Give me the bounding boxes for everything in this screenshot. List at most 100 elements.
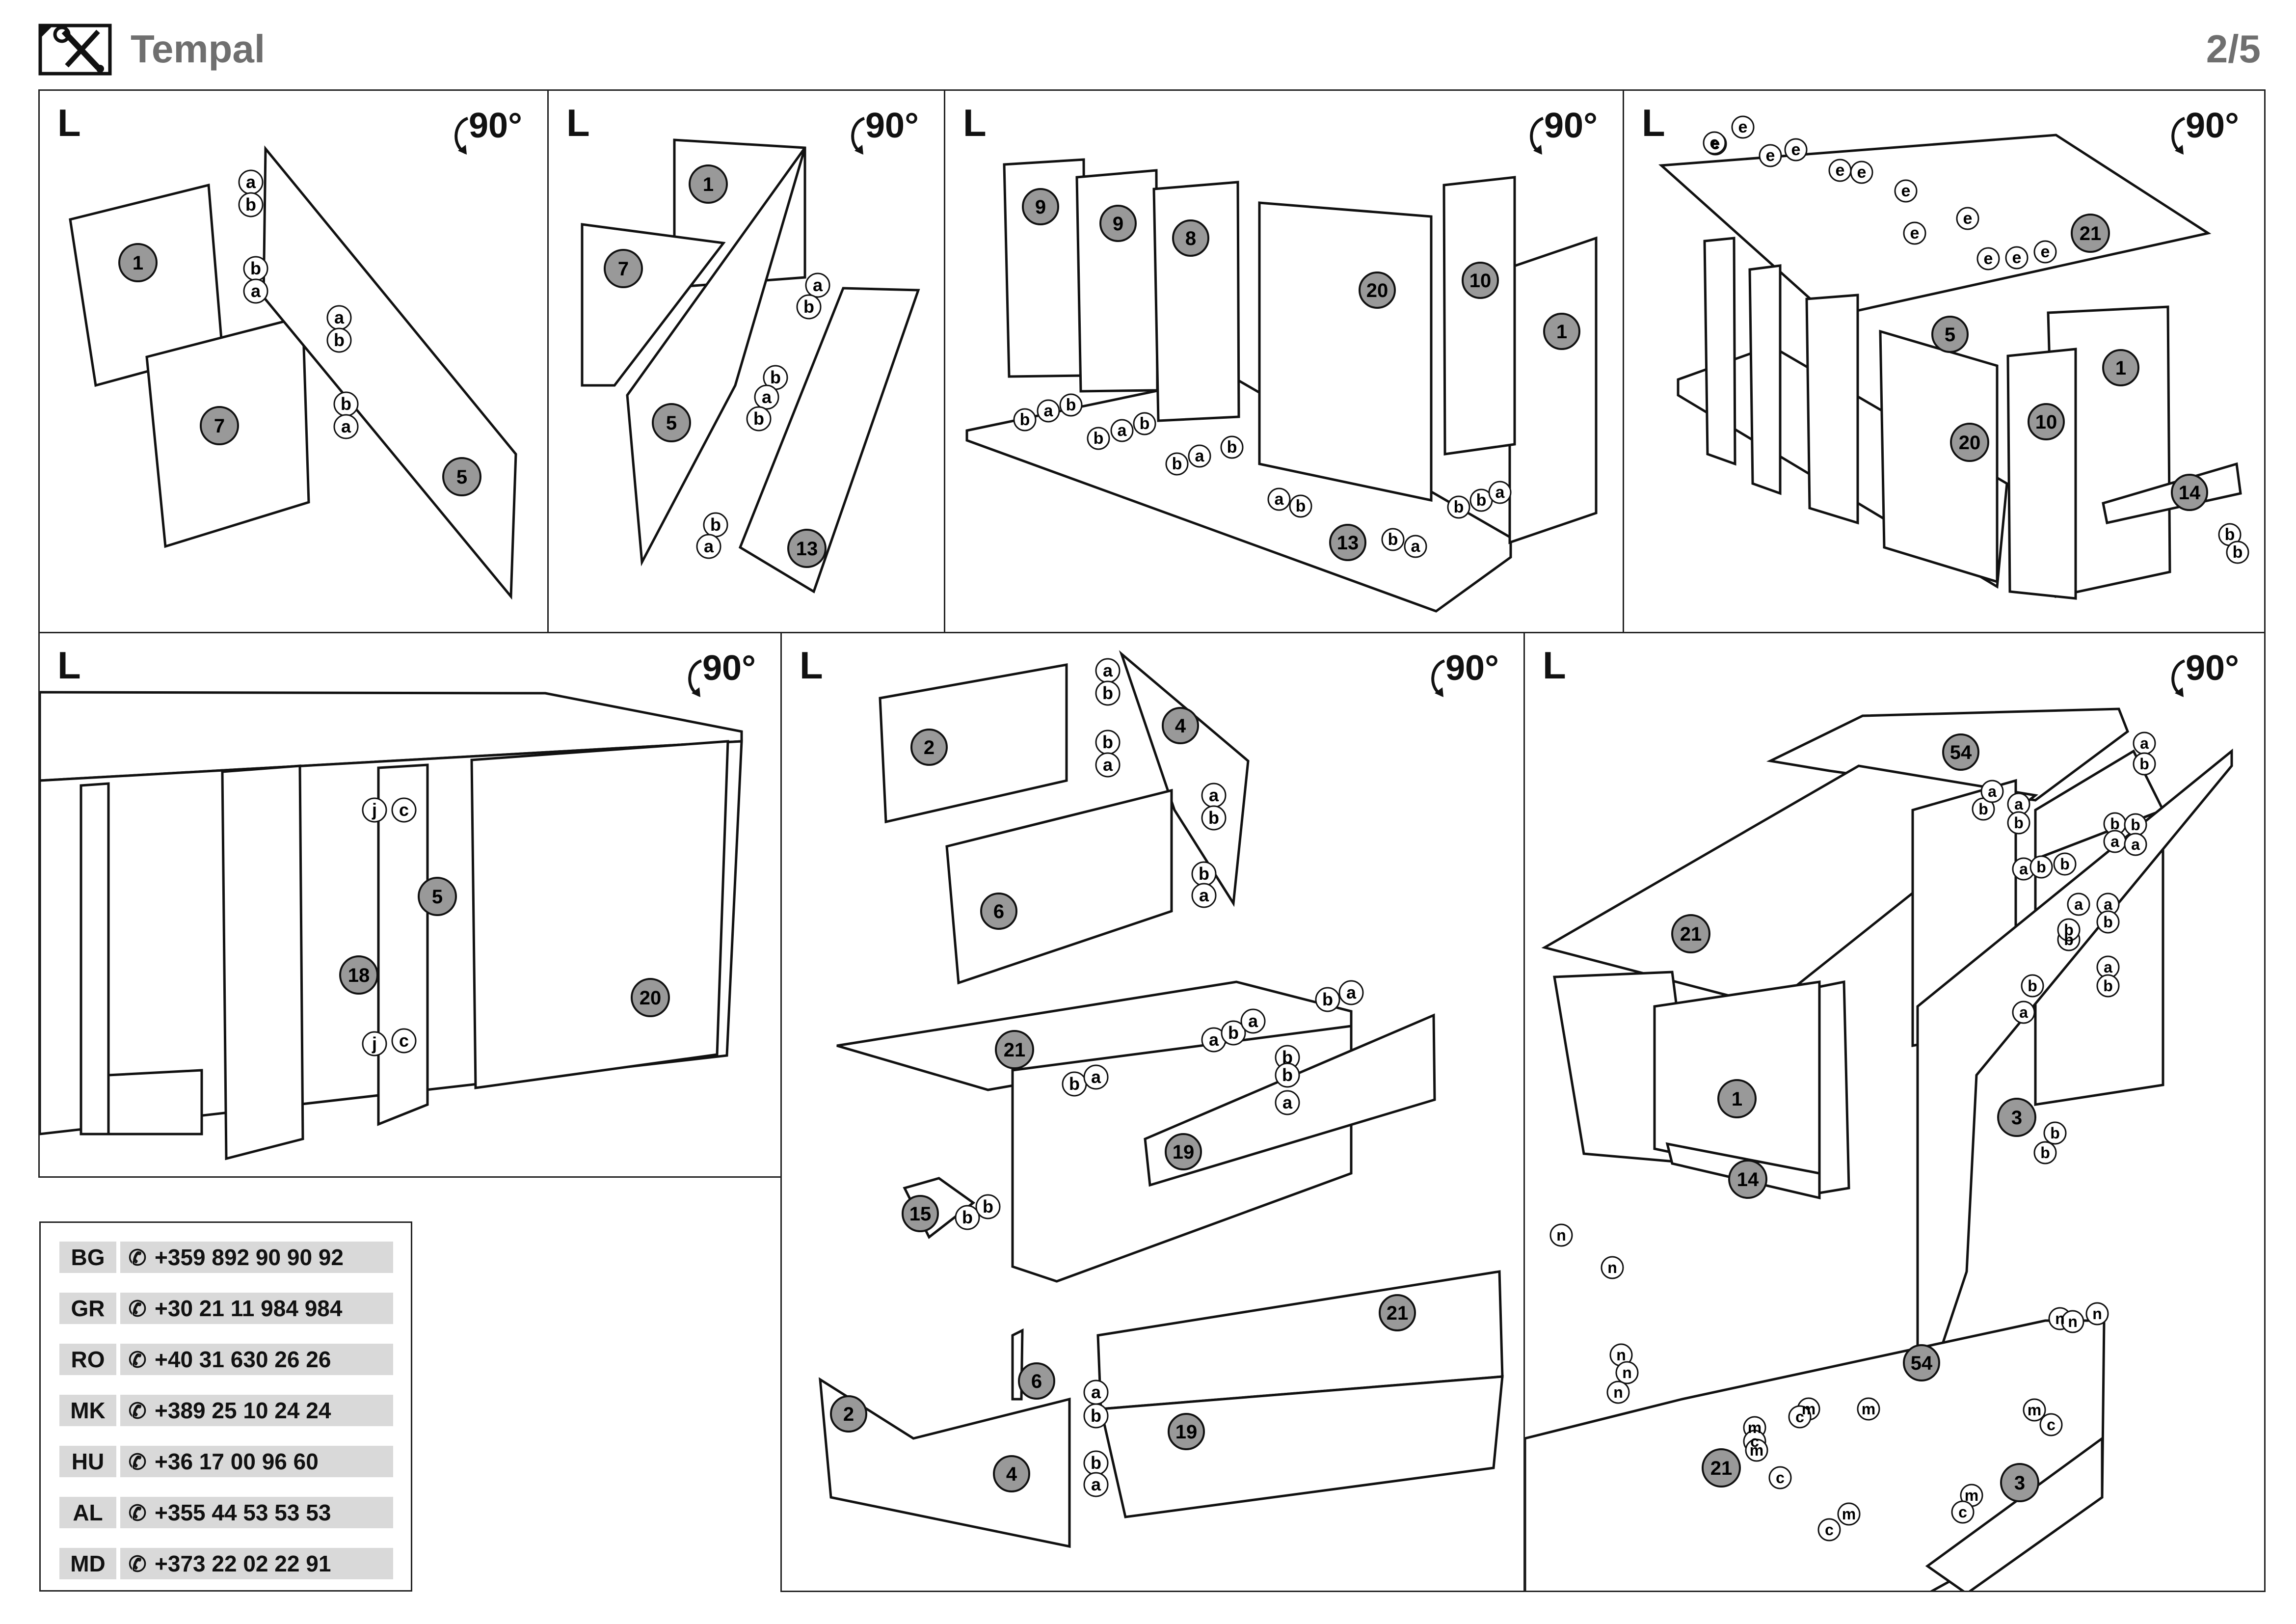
svg-text:20: 20: [640, 987, 662, 1009]
phone-number[interactable]: ✆+359 892 90 90 92: [120, 1242, 393, 1273]
svg-text:m: m: [2028, 1401, 2041, 1419]
svg-text:b: b: [1069, 1074, 1080, 1094]
rotate-90-indicator: 90°: [2165, 646, 2253, 700]
svg-text:b: b: [753, 408, 764, 429]
svg-text:n: n: [2055, 1310, 2065, 1327]
phone-row-gr: GR ✆+30 21 11 984 984: [59, 1293, 393, 1324]
svg-text:a: a: [1044, 402, 1054, 420]
svg-text:b: b: [2028, 977, 2037, 995]
svg-text:a: a: [1411, 537, 1421, 556]
phone-icon: ✆: [128, 1501, 147, 1525]
svg-text:b: b: [1282, 1047, 1293, 1067]
rotate-arrow-icon: [2171, 117, 2186, 155]
svg-text:b: b: [2103, 977, 2113, 995]
svg-text:10: 10: [1469, 270, 1492, 292]
svg-text:15: 15: [909, 1203, 932, 1225]
country-code: MD: [59, 1548, 116, 1579]
phone-number[interactable]: ✆+389 25 10 24 24: [120, 1395, 393, 1426]
svg-text:c: c: [1750, 1433, 1759, 1450]
page-number: 2/5: [2206, 27, 2261, 71]
svg-text:m: m: [1965, 1487, 1978, 1504]
svg-text:b: b: [2040, 1144, 2050, 1162]
svg-text:c: c: [1795, 1408, 1804, 1426]
rotate-arrow-icon: [2171, 659, 2186, 697]
svg-text:b: b: [2064, 921, 2074, 939]
svg-text:e: e: [2012, 248, 2022, 267]
phone-number[interactable]: ✆+30 21 11 984 984: [120, 1293, 393, 1324]
phone-icon: ✆: [128, 1246, 147, 1270]
svg-text:b: b: [2036, 858, 2046, 876]
svg-text:b: b: [1094, 429, 1104, 448]
svg-text:a: a: [1118, 421, 1127, 440]
svg-text:b: b: [2233, 543, 2243, 562]
part-1-badge: [118, 243, 158, 282]
phone-number[interactable]: ✆+36 17 00 96 60: [120, 1446, 393, 1477]
part-5-badge: [442, 457, 481, 496]
svg-text:j: j: [372, 800, 377, 820]
svg-text:a: a: [1346, 982, 1357, 1002]
svg-text:1: 1: [1556, 321, 1567, 343]
svg-text:18: 18: [348, 965, 370, 986]
svg-text:14: 14: [1737, 1169, 1759, 1191]
svg-text:3: 3: [2014, 1472, 2025, 1494]
svg-text:21: 21: [1004, 1039, 1026, 1061]
svg-text:b: b: [710, 514, 721, 535]
phone-number[interactable]: ✆+355 44 53 53 53: [120, 1497, 393, 1528]
svg-text:n: n: [2068, 1313, 2078, 1330]
svg-text:a: a: [1282, 1092, 1293, 1112]
manual-title: Tempal: [131, 27, 266, 71]
svg-text:n: n: [1613, 1383, 1623, 1401]
svg-text:1: 1: [133, 252, 143, 274]
svg-text:a: a: [1103, 755, 1113, 775]
svg-text:e: e: [1766, 146, 1775, 165]
country-code: AL: [59, 1497, 116, 1528]
svg-text:a: a: [1199, 885, 1209, 905]
svg-text:b: b: [1140, 414, 1150, 433]
svg-text:b: b: [1476, 491, 1487, 510]
svg-text:b: b: [245, 194, 256, 215]
svg-text:b: b: [2103, 913, 2113, 931]
svg-text:a: a: [2074, 895, 2083, 913]
svg-text:b: b: [1388, 530, 1398, 549]
step-1-drawing: 1 7 5 ab ba ab ba: [69, 145, 517, 600]
step-label: L: [566, 101, 590, 144]
svg-text:b: b: [1322, 989, 1333, 1009]
svg-text:a: a: [2104, 895, 2112, 913]
svg-text:a: a: [1091, 1474, 1101, 1494]
svg-text:a: a: [1209, 1029, 1219, 1050]
phone-row-ro: RO ✆+40 31 630 26 26: [59, 1344, 393, 1375]
svg-text:8: 8: [1185, 228, 1196, 249]
svg-text:21: 21: [1387, 1302, 1409, 1324]
svg-text:2: 2: [924, 737, 934, 758]
step-2-drawing: 17 513 ab ba bb a: [581, 138, 920, 594]
svg-text:c: c: [399, 800, 409, 820]
svg-text:a: a: [2110, 833, 2119, 850]
phone-number[interactable]: ✆+373 22 02 22 91: [120, 1548, 393, 1579]
phone-row-md: MD ✆+373 22 02 22 91: [59, 1548, 393, 1579]
svg-text:b: b: [2060, 855, 2070, 873]
country-code: GR: [59, 1293, 116, 1324]
svg-text:b: b: [1978, 800, 1988, 818]
rotate-90-indicator: 90°: [682, 646, 770, 700]
svg-text:c: c: [1825, 1521, 1834, 1539]
svg-text:m: m: [1802, 1400, 1815, 1418]
step-label: L: [963, 101, 987, 144]
svg-text:21: 21: [2080, 223, 2102, 244]
svg-text:a: a: [1195, 447, 1205, 465]
svg-text:7: 7: [214, 415, 225, 437]
phone-number[interactable]: ✆+40 31 630 26 26: [120, 1344, 393, 1375]
svg-text:a: a: [341, 416, 351, 436]
svg-text:21: 21: [1680, 923, 1702, 945]
svg-text:b: b: [983, 1196, 993, 1217]
svg-text:a: a: [1988, 783, 1997, 800]
phone-icon: ✆: [128, 1552, 147, 1576]
svg-text:b: b: [1199, 864, 1209, 884]
svg-text:e: e: [1857, 163, 1867, 182]
svg-text:a: a: [813, 275, 823, 295]
